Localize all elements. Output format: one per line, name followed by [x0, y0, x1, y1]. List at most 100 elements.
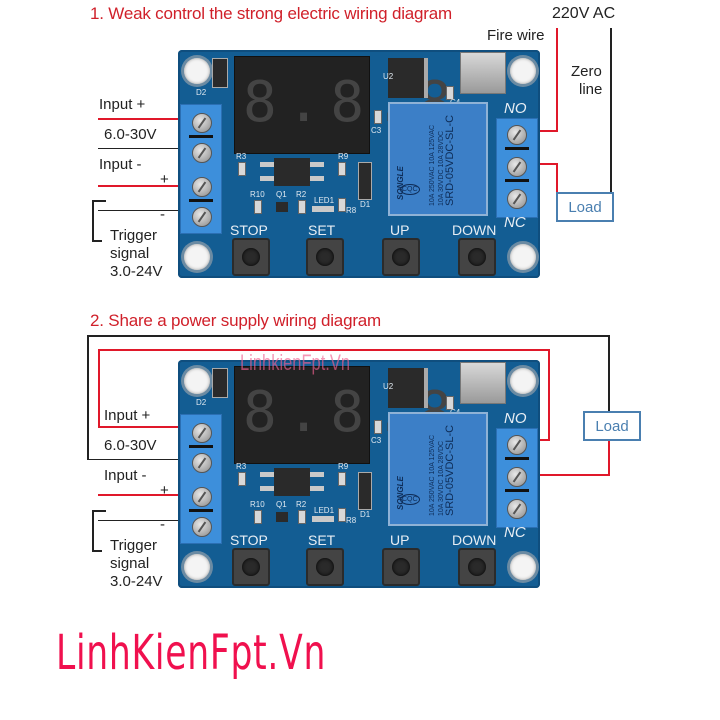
- diagram-2-title: 2. Share a power supply wiring diagram: [90, 311, 381, 330]
- fire-wire: [556, 28, 558, 132]
- shared-supply-wire-top: [87, 335, 610, 337]
- relay-brand: SONGLE: [396, 166, 405, 200]
- terminal-divider: [505, 457, 529, 460]
- input-minus-label: Input -: [99, 156, 142, 173]
- zero-line-label-2: line: [579, 81, 603, 98]
- terminal-divider: [189, 199, 213, 202]
- mount-hole: [184, 58, 210, 84]
- diode-d2: [212, 368, 228, 398]
- pad: [310, 486, 324, 491]
- transistor-q1: [276, 202, 288, 212]
- up-label: UP: [390, 222, 410, 238]
- shared-supply-wire-right: [608, 335, 610, 413]
- fire-wire-label: Fire wire: [487, 27, 545, 44]
- relay-timer-board-2: D2 8.8.8. U2 C3 C4 R3 R9 R10 Q1: [178, 360, 540, 588]
- set-button[interactable]: [306, 548, 344, 586]
- mount-hole: [510, 554, 536, 580]
- relay-brand: SONGLE: [396, 476, 405, 510]
- stop-button[interactable]: [232, 238, 270, 276]
- relay-songle: SONGLE 10A 250VAC 10A 125VAC 10A 30VDC 1…: [388, 102, 488, 216]
- down-label: DOWN: [452, 532, 497, 548]
- pad: [310, 176, 324, 181]
- up-button[interactable]: [382, 548, 420, 586]
- silk-u2: U2: [383, 382, 394, 391]
- trigger-bracket: [92, 200, 94, 242]
- input-plus-label-2: Input +: [104, 407, 151, 424]
- micro-usb-port: [460, 362, 506, 404]
- capacitor-c4: [446, 396, 454, 410]
- resistor-r2: [298, 200, 306, 214]
- com-to-load-wire-h: [528, 163, 558, 165]
- nc-label: NC: [504, 524, 526, 541]
- up-button[interactable]: [382, 238, 420, 276]
- diode-d1: [358, 472, 372, 510]
- trigger-label-3: 3.0-24V: [110, 263, 163, 280]
- seven-segment-display: 8.8.8.: [234, 56, 495, 154]
- silk-r8: R8: [346, 516, 357, 525]
- voltage-range-label: 6.0-30V: [104, 126, 157, 143]
- stop-label: STOP: [230, 222, 268, 238]
- pad: [260, 486, 274, 491]
- capacitor-c3: [374, 110, 382, 124]
- screw-terminal: [192, 487, 212, 507]
- diode-d1: [358, 162, 372, 200]
- silk-r8: R8: [346, 206, 357, 215]
- trigger-bracket-2: [92, 510, 94, 552]
- relay-rating-1: 10A 250VAC 10A 125VAC: [429, 124, 436, 206]
- up-label: UP: [390, 532, 410, 548]
- down-label: DOWN: [452, 222, 497, 238]
- silk-r10: R10: [250, 500, 265, 509]
- input-terminal-block: [180, 414, 222, 544]
- resistor-r10: [254, 200, 262, 214]
- load-box: Load: [556, 192, 614, 222]
- silk-d1: D1: [360, 510, 371, 519]
- input-plus-label: Input +: [99, 96, 146, 113]
- trigger-minus-wire: [98, 210, 194, 211]
- screw-terminal: [192, 453, 212, 473]
- trigger-plus-wire: [98, 185, 194, 187]
- relay-model: SRD-05VDC-SL-C: [444, 114, 456, 206]
- screw-terminal-com: [507, 467, 527, 487]
- trigger-minus-label: -: [160, 206, 165, 223]
- screw-terminal-no: [507, 125, 527, 145]
- load-box-2: Load: [583, 411, 641, 441]
- stop-button[interactable]: [232, 548, 270, 586]
- relay-songle: SONGLE 10A 250VAC 10A 125VAC 10A 30VDC 1…: [388, 412, 488, 526]
- led1: [312, 206, 334, 212]
- optocoupler: [274, 468, 310, 496]
- down-button[interactable]: [458, 548, 496, 586]
- screw-terminal-nc: [507, 499, 527, 519]
- load-return-wire-h: [528, 474, 610, 476]
- trigger-bracket-2-top: [92, 510, 106, 512]
- down-button[interactable]: [458, 238, 496, 276]
- shared-plus-wire-left: [98, 349, 100, 427]
- fire-wire-to-no: [528, 130, 558, 132]
- pad: [260, 176, 274, 181]
- capacitor-c4: [446, 86, 454, 100]
- pad: [310, 162, 324, 167]
- set-label: SET: [308, 532, 336, 548]
- set-button[interactable]: [306, 238, 344, 276]
- screw-terminal: [192, 207, 212, 227]
- silk-r3: R3: [236, 152, 247, 161]
- brand-footer: LinhKienFpt.Vn: [56, 625, 327, 681]
- trigger-minus-label-2: -: [160, 516, 165, 533]
- silk-u2: U2: [383, 72, 394, 81]
- pad: [310, 472, 324, 477]
- voltage-range-label-2: 6.0-30V: [104, 437, 157, 454]
- terminal-divider: [189, 509, 213, 512]
- trigger-plus-label-2: +: [160, 482, 169, 499]
- resistor-r8: [338, 198, 346, 212]
- transistor-q1: [276, 512, 288, 522]
- trigger-label-2-3: 3.0-24V: [110, 573, 163, 590]
- screw-terminal: [192, 517, 212, 537]
- com-to-load-wire-v: [556, 163, 558, 193]
- silk-d1: D1: [360, 200, 371, 209]
- regulator-u2: [388, 368, 428, 408]
- input-minus-wire: [98, 148, 194, 149]
- mount-hole: [184, 244, 210, 270]
- mount-hole: [510, 244, 536, 270]
- pad: [260, 472, 274, 477]
- trigger-plus-label: +: [160, 171, 169, 188]
- terminal-divider: [189, 445, 213, 448]
